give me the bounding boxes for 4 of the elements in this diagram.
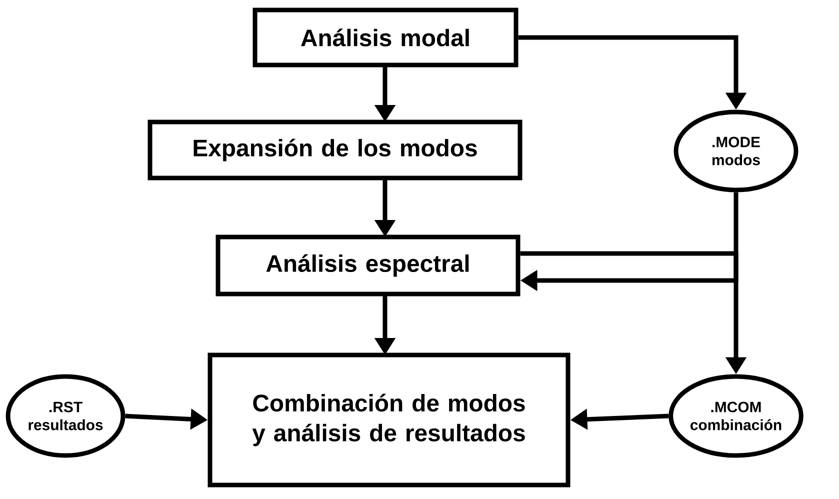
process-box: Combinación de modos y análisis de resultados — [208, 352, 570, 488]
process-box: Análisis espectral — [216, 234, 520, 296]
process-box: Expansión de los modos — [148, 120, 522, 180]
process-box: Análisis modal — [252, 8, 518, 68]
